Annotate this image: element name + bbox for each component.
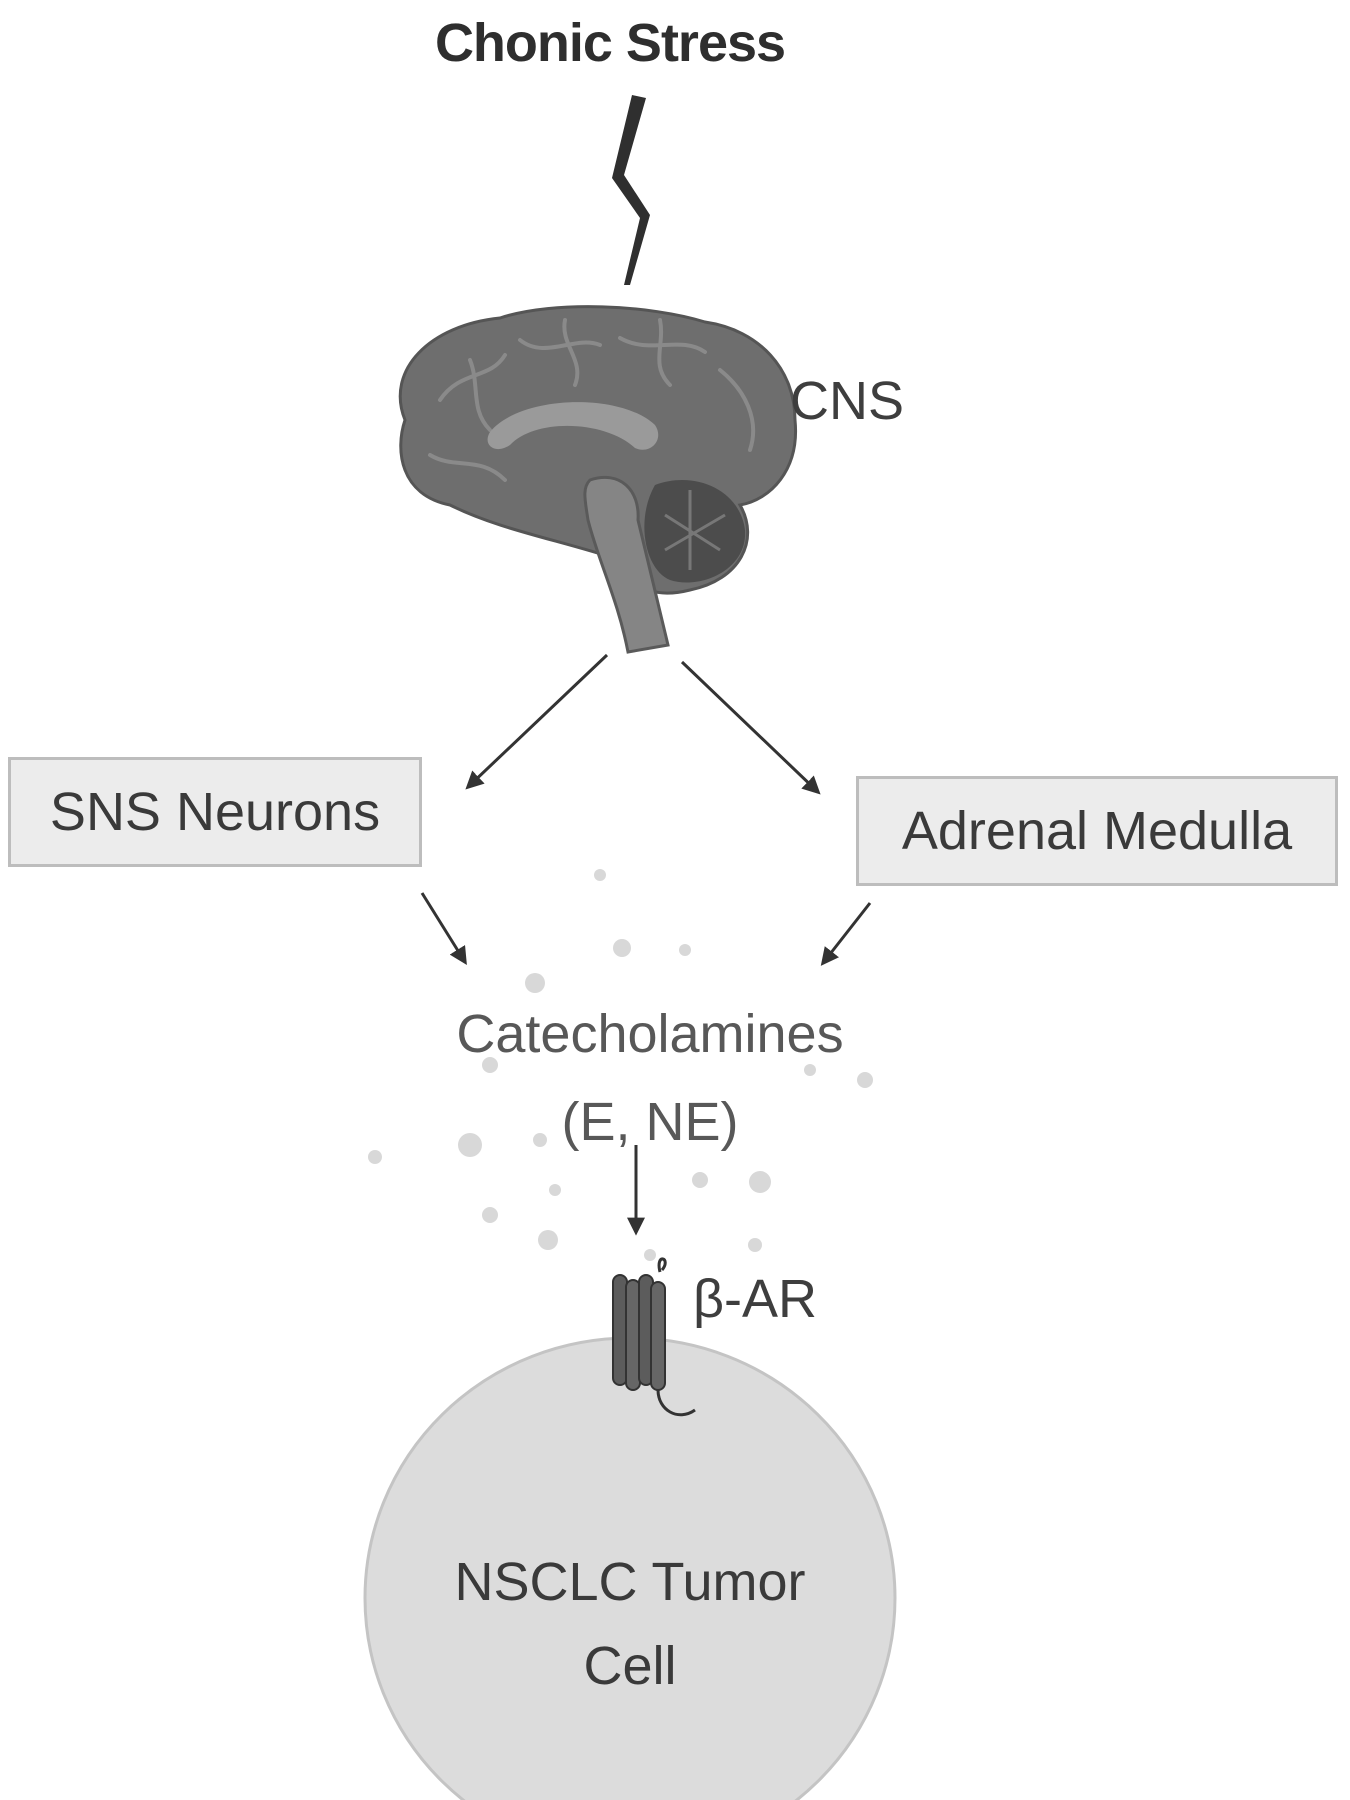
tumor-cell-label-line2: Cell bbox=[583, 1636, 677, 1696]
adrenal-medulla-label: Adrenal Medulla bbox=[901, 801, 1293, 861]
arrow-brain-to-sns bbox=[465, 653, 609, 790]
catecholamine-dots bbox=[368, 869, 873, 1261]
beta-ar-label: β-AR bbox=[693, 1269, 818, 1329]
receptor-icon bbox=[612, 1257, 696, 1417]
tumor-cell-label-group: NSCLC Tumor Cell bbox=[360, 1540, 900, 1708]
tumor-cell-label-line1: NSCLC Tumor bbox=[454, 1552, 806, 1612]
stress-title: Chonic Stress bbox=[434, 13, 786, 73]
sns-neurons-label: SNS Neurons bbox=[49, 782, 381, 842]
cns-label: CNS bbox=[790, 371, 905, 431]
catecholamines-sublabel: (E, NE) bbox=[561, 1092, 739, 1152]
sns-neurons-box: SNS Neurons bbox=[8, 757, 422, 867]
catecholamines-label-group: Catecholamines (E, NE) bbox=[370, 990, 930, 1166]
adrenal-medulla-box: Adrenal Medulla bbox=[856, 776, 1338, 886]
arrow-brain-to-adrenal bbox=[680, 660, 821, 795]
brain-icon bbox=[398, 305, 798, 654]
lightning-bolt-icon bbox=[612, 95, 650, 285]
catecholamines-label: Catecholamines bbox=[456, 1004, 844, 1064]
arrow-adrenal-to-catecholamines bbox=[820, 902, 872, 966]
arrow-sns-to-catecholamines bbox=[420, 892, 467, 966]
